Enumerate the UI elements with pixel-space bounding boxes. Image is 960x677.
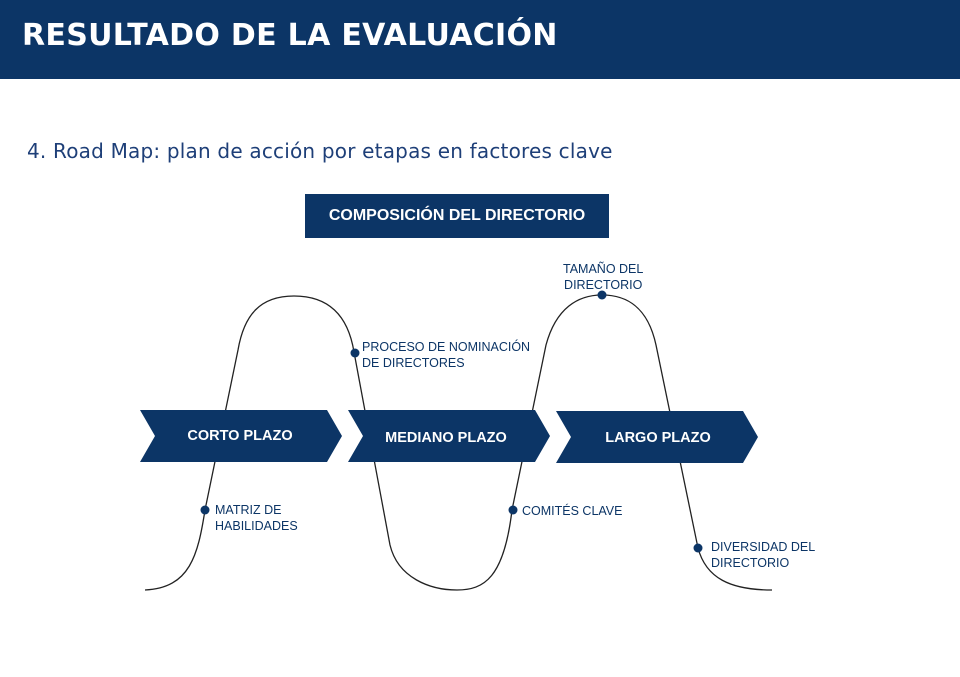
topic-box-label: COMPOSICIÓN DEL DIRECTORIO <box>328 207 586 224</box>
milestone-dot-tamano <box>597 290 607 300</box>
chevron-corto-plazo <box>140 410 342 462</box>
milestone-label-matriz-line2: HABILIDADES <box>215 519 298 533</box>
header-bar: RESULTADO DE LA EVALUACIÓN <box>0 0 960 79</box>
stage-label-mediano: MEDIANO PLAZO <box>385 430 507 446</box>
milestone-label-tamano-line1: TAMAÑO DEL <box>563 262 644 276</box>
chevron-largo-plazo <box>556 411 758 463</box>
roadmap-wave-line <box>144 294 773 591</box>
milestone-dot-proceso <box>350 348 360 358</box>
milestone-label-comites: COMITÉS CLAVE <box>522 503 622 519</box>
milestone-label-tamano-line2: DIRECTORIO <box>564 278 643 292</box>
chevron-mediano-plazo <box>348 410 550 462</box>
page-title: RESULTADO DE LA EVALUACIÓN <box>22 18 558 53</box>
milestone-label-diversidad-line2: DIRECTORIO <box>711 556 790 570</box>
milestone-dot-comites <box>508 505 518 515</box>
milestone-dot-diversidad <box>693 543 703 553</box>
stage-label-corto: CORTO PLAZO <box>187 428 293 444</box>
stage-label-largo: LARGO PLAZO <box>605 430 711 446</box>
milestone-label-matriz-line1: MATRIZ DE <box>215 503 282 517</box>
milestone-label-diversidad: DIVERSIDAD DEL DIRECTORIO <box>711 539 815 571</box>
section-subtitle: 4. Road Map: plan de acción por etapas e… <box>27 139 613 163</box>
milestone-label-diversidad-line1: DIVERSIDAD DEL <box>711 540 816 554</box>
milestone-label-proceso-line1: PROCESO DE NOMINACIÓN <box>362 340 531 354</box>
topic-box: COMPOSICIÓN DEL DIRECTORIO <box>305 194 609 238</box>
milestone-label-proceso: PROCESO DE NOMINACIÓN DE DIRECTORES <box>362 339 530 371</box>
milestone-label-tamano: TAMAÑO DEL DIRECTORIO <box>563 261 643 293</box>
milestone-label-comites-line1: COMITÉS CLAVE <box>522 504 623 518</box>
milestone-dot-matriz <box>200 505 210 515</box>
milestone-label-proceso-line2: DE DIRECTORES <box>362 356 465 370</box>
milestone-label-matriz: MATRIZ DE HABILIDADES <box>215 502 298 534</box>
